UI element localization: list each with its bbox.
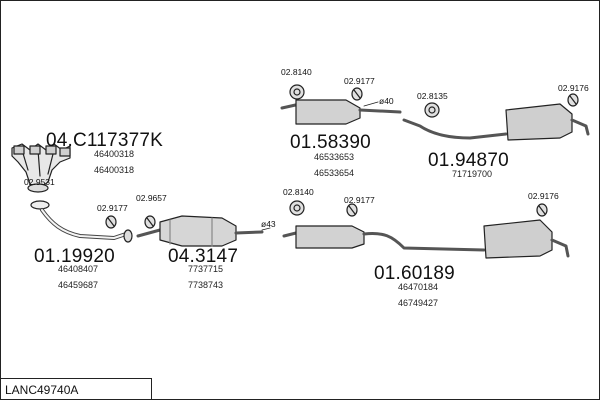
clamp-label-02-9657: 02.9657 bbox=[136, 193, 167, 203]
clamp-label-02-9177-a: 02.9177 bbox=[97, 203, 128, 213]
clamp-drawing-02-8140-b bbox=[289, 200, 305, 216]
clamp-label-02-9531: 02.9531 bbox=[24, 177, 55, 187]
part-ref-catalytic-converter-1: 7737715 bbox=[188, 264, 224, 274]
diameter-arrow-40 bbox=[363, 101, 379, 107]
clamp-label-02-8135: 02.8135 bbox=[417, 91, 448, 101]
part-ref-rear-silencer-lower-2: 46749427 bbox=[398, 298, 439, 308]
pipe-diameter-43: ø43 bbox=[261, 219, 276, 229]
part-number-rear-silencer-upper: 01.94870 bbox=[428, 150, 509, 171]
part-ref-front-silencer-2: 46533654 bbox=[314, 168, 355, 178]
part-ref-rear-silencer-lower-1: 46470184 bbox=[398, 282, 439, 292]
clamp-label-02-8140-a: 02.8140 bbox=[281, 67, 312, 77]
clamp-label-02-9177-b: 02.9177 bbox=[344, 195, 375, 205]
part-ref-front-silencer-1: 46533653 bbox=[314, 152, 355, 162]
clamp-drawing-02-8140-a bbox=[289, 84, 305, 100]
part-number-front-silencer: 01.58390 bbox=[290, 132, 371, 153]
clamp-label-02-9177-c: 02.9177 bbox=[344, 76, 375, 86]
clamp-label-02-8140-b: 02.8140 bbox=[283, 187, 314, 197]
clamp-label-02-9176-b: 02.9176 bbox=[528, 191, 559, 201]
clamp-drawing-02-8135 bbox=[424, 102, 440, 118]
part-number-manifold: 04.C117377K bbox=[46, 130, 163, 151]
diagram-code-box: LANC49740A bbox=[0, 378, 152, 400]
exhaust-manifold-drawing bbox=[11, 143, 71, 193]
part-ref-front-pipe-2: 46459687 bbox=[58, 280, 99, 290]
clamp-drawing-02-9177-c bbox=[351, 87, 363, 101]
diameter-arrow-43 bbox=[261, 227, 271, 231]
part-number-catalytic-converter: 04.3147 bbox=[168, 246, 239, 267]
clamp-drawing-02-9177-b bbox=[346, 203, 358, 217]
part-ref-front-pipe-1: 46408407 bbox=[58, 264, 99, 274]
part-number-front-pipe: 01.19920 bbox=[34, 246, 115, 267]
part-ref-rear-silencer-upper-1: 71719700 bbox=[452, 169, 493, 179]
part-ref-catalytic-converter-2: 7738743 bbox=[188, 280, 224, 290]
front-pipe-drawing bbox=[40, 208, 133, 243]
clamp-drawing-02-9657 bbox=[144, 215, 156, 229]
diagram-code: LANC49740A bbox=[5, 383, 79, 397]
clamp-label-02-9176-a: 02.9176 bbox=[558, 83, 589, 93]
catalytic-converter-drawing bbox=[136, 215, 264, 247]
pipe-diameter-40: ø40 bbox=[379, 96, 394, 106]
clamp-drawing-02-9176-a bbox=[567, 93, 579, 107]
clamp-drawing-02-9176-b bbox=[536, 203, 548, 217]
gasket-drawing bbox=[30, 200, 50, 210]
part-ref-manifold-1: 46400318 bbox=[94, 149, 135, 159]
rear-silencer-upper-drawing bbox=[402, 103, 590, 141]
part-number-rear-silencer-lower: 01.60189 bbox=[374, 263, 455, 284]
clamp-drawing-02-9177-a bbox=[105, 215, 117, 229]
part-ref-manifold-2: 46400318 bbox=[94, 165, 135, 175]
middle-silencer-lower-drawing bbox=[282, 219, 570, 259]
front-silencer-upper-drawing bbox=[280, 99, 402, 125]
